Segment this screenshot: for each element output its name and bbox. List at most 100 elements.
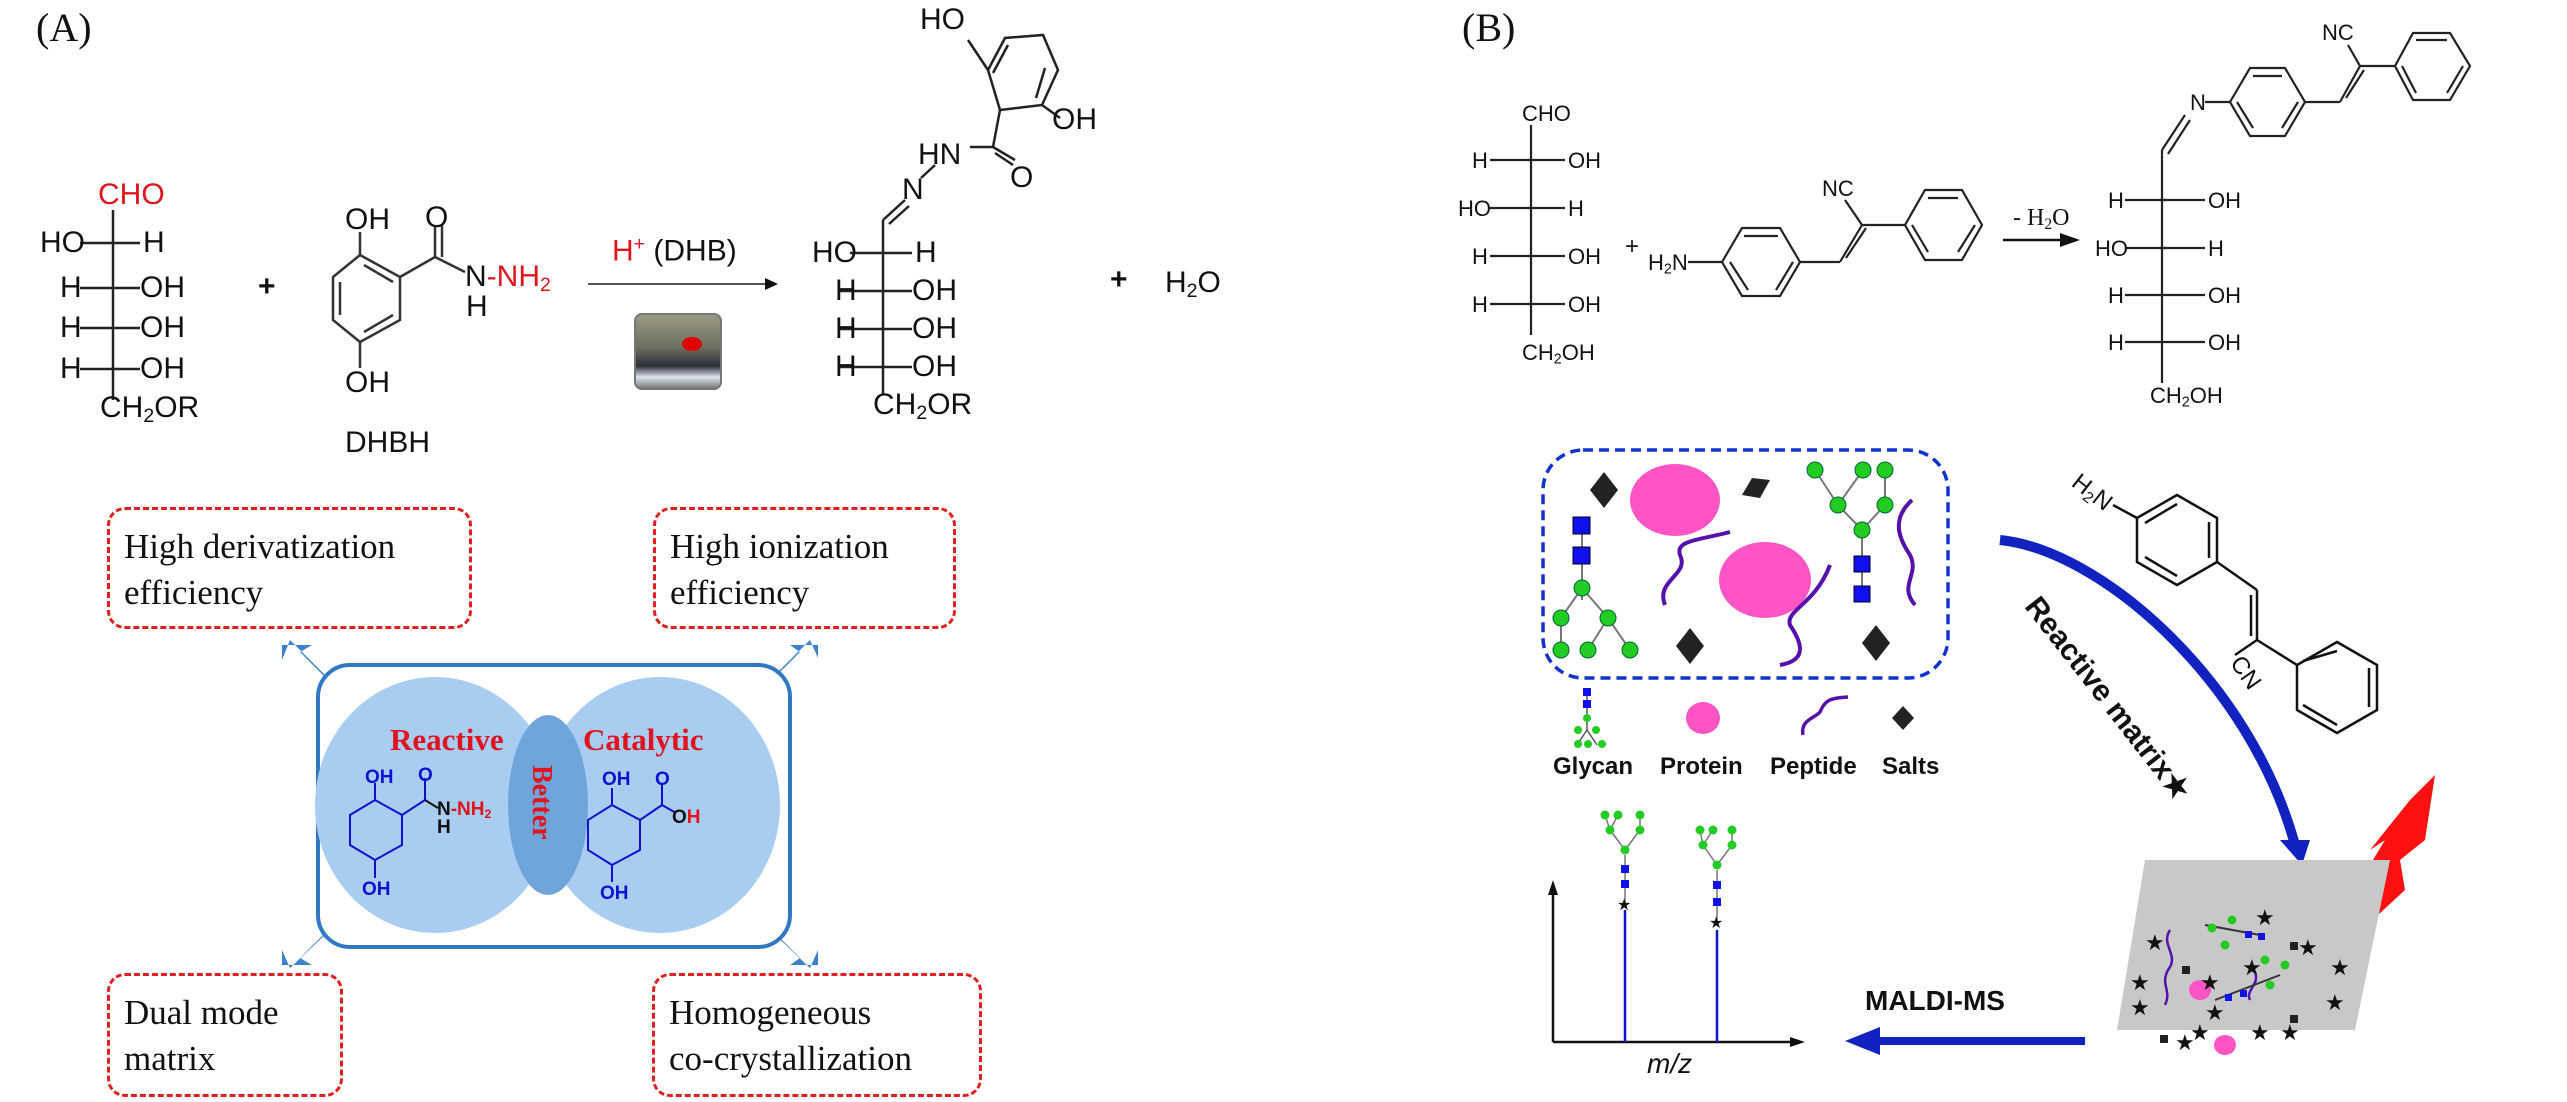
product-a-row1-left: HO [812,236,857,269]
maldi-ms-arrow [1845,1027,2085,1055]
product-b-bonds [2125,31,2472,383]
product-a-oh: OH [1052,103,1097,136]
feature-line: High ionization [670,527,889,566]
dhbh-top-oh: OH [345,203,390,236]
plus-sign-a1: + [258,270,276,303]
product-a-row4-right: OH [912,350,957,383]
feature-line: efficiency [670,572,810,612]
product-b-row4-left: H [2108,330,2124,355]
reactive-matrix-arrow [1999,535,2300,847]
feature-homogeneous-cocrystallization: Homogeneous co-crystallization [652,973,982,1097]
glycan-structure-left [1552,516,1639,659]
mz-axis-label: m/z [1647,1048,1693,1079]
panel-b-label: (B) [1462,5,1516,50]
maldi-plate [2117,860,2390,1030]
peptide-squiggles [1661,498,1917,667]
salt-diamond [1676,628,1704,664]
product-b-row1-right: OH [2208,188,2241,213]
peptide-squiggle [1661,530,1731,606]
venn-left-o: O [418,765,433,786]
venn-right-acid: OH [672,807,701,828]
legend-peptide-label: Peptide [1770,753,1857,780]
peak-glycan-2: ★ [1695,825,1737,932]
sugar-a-row2-right: OH [140,271,185,304]
venn-left-oh-top: OH [365,767,394,788]
product-b-terminal: CH2OH [2150,383,2223,411]
venn-right-oh-bottom: OH [600,883,629,904]
product-b-nc: NC [2322,20,2354,45]
product-a-hn: HN [918,138,962,171]
venn-left-oh-bottom: OH [362,879,391,900]
water-byproduct: H2O [1165,266,1221,302]
svg-text:★: ★ [2205,1001,2225,1026]
protein-blob [1719,542,1811,618]
product-a-row2-right: OH [912,274,957,307]
product-a-row3-left: H [835,312,857,345]
product-b-imine-n: N [2190,90,2206,115]
svg-text:★: ★ [2130,996,2150,1021]
sugar-b-row3-right: OH [1568,244,1601,269]
peak-glycan-1: ★ [1600,810,1645,914]
sample-box [1541,448,1950,680]
svg-text:★: ★ [2280,1021,2300,1046]
product-b-row4-right: OH [2208,330,2241,355]
legend-glycan-label: Glycan [1553,753,1634,780]
reaction-arrow-a [588,278,778,290]
venn-left-hydrazide: N-NH2 [437,799,492,822]
dhbh-carbonyl-o: O [425,201,449,234]
sugar-a-row1-right: H [143,226,165,259]
protein-blob [1630,464,1720,536]
product-a-row1-right: H [915,236,937,269]
svg-text:★: ★ [2145,931,2165,956]
product-b-row2-left: HO [2095,236,2128,261]
legend-protein-icon [1686,702,1720,734]
svg-text:★: ★ [2255,906,2275,931]
svg-text:★: ★ [2250,1021,2270,1046]
arrow-top-left [282,640,340,692]
sugar-b-row1-right: OH [1568,148,1601,173]
matrix-molecule-bonds [2112,493,2379,735]
svg-text:★: ★ [2325,991,2345,1016]
legend-glycan-icon [1574,688,1606,748]
feature-line: High derivatization [124,527,396,566]
product-a-row4-left: H [835,350,857,383]
product-a-imine-n: N [902,173,924,206]
plus-sign-a2: + [1110,263,1128,296]
venn-right-o: O [655,769,670,790]
product-a-terminal: CH2OR [873,388,973,424]
salt-diamond [1862,625,1890,661]
svg-text:★: ★ [2130,971,2150,996]
peptide-squiggle [1779,564,1832,667]
product-a-top-ho: HO [920,3,965,36]
feature-high-ionization: High ionization efficiency [653,507,956,629]
sugar-a-row2-left: H [60,271,82,304]
svg-text:★: ★ [1709,913,1723,932]
glycan-structure-right [1806,461,1894,603]
mass-spectrum [1548,880,1805,1047]
svg-text:★: ★ [2330,956,2350,981]
feature-dual-mode: Dual mode matrix [107,973,343,1097]
dhbh-label: DHBH [345,426,431,459]
svg-text:★: ★ [2242,956,2262,981]
reaction-condition-b: - H2O [2013,205,2070,233]
amine-b-bonds [1688,188,1984,298]
sugar-a-row1-left: HO [40,226,85,259]
product-a-row3-right: OH [912,312,957,345]
product-b-row2-right: H [2208,236,2224,261]
protein-blobs [1630,464,1811,618]
legend-protein-label: Protein [1660,753,1743,780]
sugar-b-row4-right: OH [1568,292,1601,317]
sugar-b-row2-right: H [1568,196,1584,221]
feature-line: efficiency [124,572,264,612]
venn-catalytic-title: Catalytic [583,722,704,757]
venn-right-oh-top: OH [602,769,631,790]
feature-line: Dual mode [124,993,279,1032]
salt-diamond [1590,472,1618,508]
sugar-b-terminal: CH2OH [1522,340,1595,368]
sugar-b-aldehyde: CHO [1522,101,1571,126]
sugar-b-row3-left: H [1472,244,1488,269]
product-b-row1-left: H [2108,188,2124,213]
dhbh-bottom-oh: OH [345,366,390,399]
sugar-a-terminal: CH2OR [100,391,200,427]
reactive-matrix-arrowhead [2280,840,2310,865]
